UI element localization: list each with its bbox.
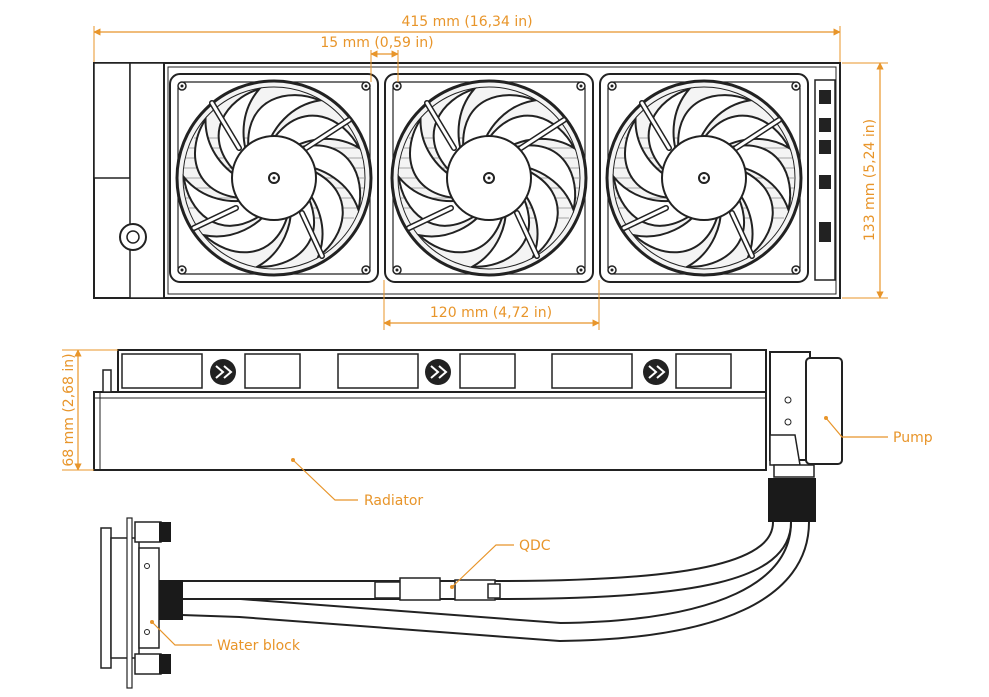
- water-block: [100, 517, 183, 689]
- label-fan-gap: 15 mm (0,59 in): [320, 35, 433, 51]
- label-height-top: 133 mm (5,24 in): [862, 119, 878, 241]
- qdc-connector: [374, 577, 501, 601]
- pump-side: [769, 351, 843, 478]
- label-water-block: Water block: [217, 638, 301, 654]
- dimension-fan-gap: 15 mm (0,59 in): [305, 34, 455, 82]
- callout-radiator: Radiator: [291, 458, 423, 509]
- hose-fitting: [768, 478, 816, 522]
- radiator-side: [93, 391, 767, 471]
- side-view: [93, 349, 843, 689]
- dimension-width-total: 415 mm (16,34 in): [93, 12, 841, 62]
- label-thickness: 68 mm (2,68 in): [61, 353, 77, 466]
- fan-left-icon: [170, 74, 379, 283]
- fan-middle-icon: [385, 74, 594, 283]
- dimension-thickness: 68 mm (2,68 in): [61, 349, 118, 471]
- label-qdc: QDC: [519, 538, 551, 554]
- label-radiator: Radiator: [364, 493, 423, 509]
- callout-qdc: QDC: [450, 538, 551, 589]
- label-pump: Pump: [893, 430, 933, 446]
- callout-pump: Pump: [824, 416, 933, 446]
- fan-right-icon: [600, 74, 809, 283]
- top-view: [93, 62, 841, 299]
- callout-water-block: Water block: [150, 620, 301, 654]
- label-fan-width: 120 mm (4,72 in): [430, 305, 552, 321]
- label-width-total: 415 mm (16,34 in): [401, 14, 532, 30]
- dimension-fan-width: 120 mm (4,72 in): [383, 280, 600, 330]
- dimension-height-top: 133 mm (5,24 in): [842, 62, 888, 299]
